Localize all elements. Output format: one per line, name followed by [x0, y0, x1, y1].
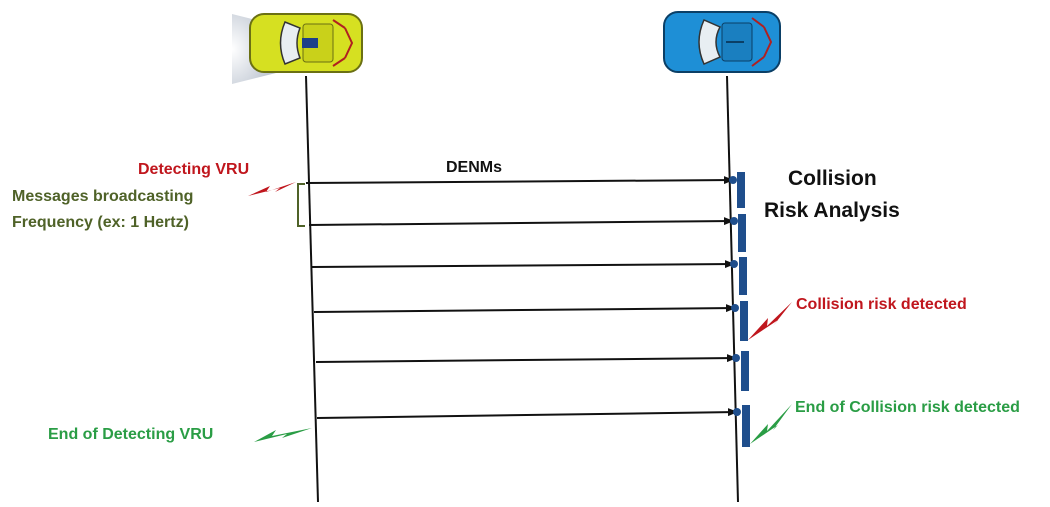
- messages-broadcasting-label: Messages broadcasting: [12, 188, 194, 205]
- frequency-bracket: [297, 183, 305, 227]
- denm-message-arrow: [313, 304, 736, 313]
- receive-dot: [729, 176, 737, 184]
- analysis-bar: [741, 351, 749, 391]
- end-detecting-lightning-icon: [254, 428, 312, 442]
- collision-lightning-icon: [748, 302, 792, 340]
- receive-dot: [731, 304, 739, 312]
- sender-car-icon: [232, 13, 363, 84]
- receiver-lifeline: [726, 75, 739, 503]
- frequency-label: Frequency (ex: 1 Hertz): [12, 214, 189, 231]
- analysis-bar: [737, 172, 745, 208]
- receive-dot: [730, 217, 738, 225]
- analysis-bar: [738, 214, 746, 252]
- analysis-bar: [742, 405, 750, 447]
- collision-label: Collision: [788, 167, 877, 190]
- analysis-bar: [739, 257, 747, 295]
- denm-message-arrow: [316, 408, 738, 419]
- receiver-car-icon: [663, 11, 781, 73]
- sender-lifeline: [305, 75, 319, 503]
- end-of-collision-risk-label: End of Collision risk detected: [795, 399, 1020, 416]
- risk-analysis-label: Risk Analysis: [764, 199, 900, 222]
- denms-label: DENMs: [446, 159, 503, 176]
- analysis-bar: [740, 301, 748, 341]
- denm-message-arrow: [305, 176, 734, 185]
- denm-message-arrow: [315, 354, 737, 363]
- receive-dot: [732, 354, 740, 362]
- end-of-detecting-vru-label: End of Detecting VRU: [48, 426, 214, 443]
- detecting-vru-label: Detecting VRU: [138, 161, 250, 178]
- end-collision-lightning-icon: [750, 404, 792, 444]
- detecting-lightning-icon: [248, 182, 296, 196]
- collision-risk-detected-label: Collision risk detected: [796, 296, 967, 313]
- receive-dot: [733, 408, 741, 416]
- denm-message-arrow: [311, 260, 735, 269]
- receive-dot: [730, 260, 738, 268]
- denm-message-arrow: [308, 217, 734, 226]
